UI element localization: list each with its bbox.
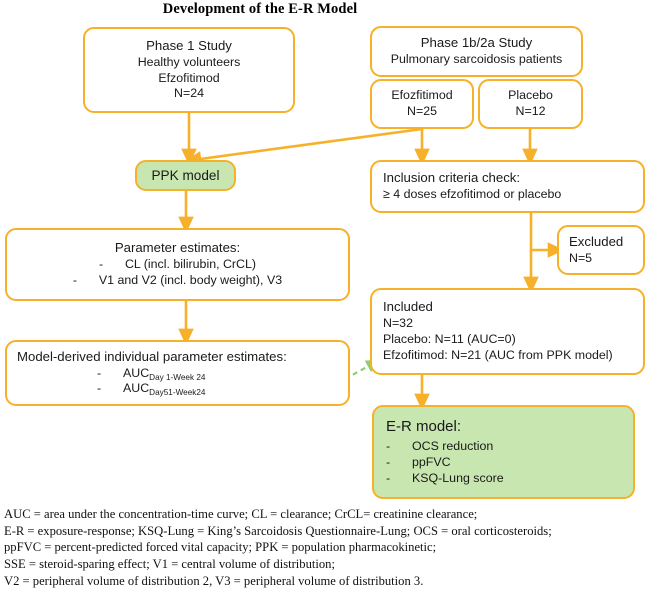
footnote-line-5: V2 = peripheral volume of distribution 2… (4, 573, 424, 588)
parameter-estimates-bullet-1: -CL (incl. bilirubin, CrCL) (98, 257, 257, 272)
dash-icon: - (386, 439, 391, 454)
er-model-bullet-3: -KSQ-Lung score (386, 471, 504, 486)
model-derived-bullet-2: -AUCDay51-Week24 (97, 381, 206, 398)
node-phase-1-study[interactable]: Phase 1 Study Healthy volunteers Efzofit… (83, 27, 295, 113)
footnote-line-2: E-R = exposure-response; KSQ-Lung = King… (4, 523, 552, 538)
efozfitimod-arm-label: Efozfitimod (391, 88, 453, 103)
phase1-drug: Efzofitimod (158, 70, 220, 85)
node-included[interactable]: Included N=32 Placebo: N=11 (AUC=0) Efzo… (370, 288, 645, 375)
node-efozfitimod-arm[interactable]: Efozfitimod N=25 (370, 79, 474, 129)
footnote-line-1: AUC = area under the concentration-time … (4, 507, 478, 521)
excluded-label: Excluded (569, 233, 624, 249)
footnote-line-3: ppFVC = percent-predicted forced vital c… (4, 540, 437, 555)
phase1b2a-title: Phase 1b/2a Study (420, 35, 533, 51)
efozfitimod-arm-n: N=25 (407, 104, 437, 118)
node-phase-1b-2a-study[interactable]: Phase 1b/2a Study Pulmonary sarcoidosis … (370, 26, 583, 77)
phase1-population: Healthy volunteers (137, 54, 241, 69)
included-label: Included (383, 299, 433, 315)
auc-subscript-1: Day 1-Week 24 (149, 372, 206, 382)
dash-icon: - (386, 455, 391, 470)
page-title: Development of the E-R Model (162, 1, 358, 17)
ppk-model-label: PPK model (151, 167, 220, 183)
auc-subscript-2: Day51-Week24 (149, 388, 206, 398)
model-derived-bullet-1: -AUCDay 1-Week 24 (97, 365, 206, 382)
node-ppk-model[interactable]: PPK model (135, 160, 236, 191)
phase1b2a-population: Pulmonary sarcoidosis patients (390, 52, 563, 66)
dash-icon: - (97, 365, 102, 380)
excluded-n: N=5 (569, 250, 593, 265)
abbreviations-footnote: AUC = area under the concentration-time … (4, 506, 646, 590)
phase1-title: Phase 1 Study (146, 37, 232, 53)
node-model-derived-estimates[interactable]: Model-derived individual parameter estim… (5, 340, 350, 406)
included-efzofitimod: Efzofitimod: N=21 (AUC from PPK model) (383, 347, 613, 362)
included-placebo: Placebo: N=11 (AUC=0) (383, 332, 516, 346)
node-er-model[interactable]: E-R model: -OCS reduction -ppFVC -KSQ-Lu… (372, 405, 635, 499)
inclusion-rule: ≥ 4 doses efzofitimod or placebo (383, 187, 562, 201)
placebo-arm-n: N=12 (515, 104, 546, 118)
dash-icon: - (98, 257, 104, 272)
model-derived-heading: Model-derived individual parameter estim… (17, 348, 287, 364)
parameter-estimates-bullet-2: -V1 and V2 (incl. body weight), V3 (72, 272, 283, 287)
er-model-bullet-2: -ppFVC (386, 455, 451, 470)
node-parameter-estimates[interactable]: Parameter estimates: -CL (incl. bilirubi… (5, 228, 350, 301)
parameter-estimates-heading: Parameter estimates: (114, 240, 241, 256)
node-excluded[interactable]: Excluded N=5 (557, 225, 645, 275)
inclusion-heading: Inclusion criteria check: (383, 170, 521, 186)
er-model-heading: E-R model: (386, 418, 462, 436)
placebo-arm-label: Placebo (508, 88, 553, 103)
phase1-n: N=24 (174, 86, 204, 101)
footnote-line-4: SSE = steroid-sparing effect; V1 = centr… (4, 557, 335, 572)
dash-icon: - (72, 272, 78, 287)
node-inclusion-criteria[interactable]: Inclusion criteria check: ≥ 4 doses efzo… (370, 160, 645, 213)
dash-icon: - (97, 381, 102, 396)
included-n: N=32 (383, 316, 413, 331)
er-model-bullet-1: -OCS reduction (386, 439, 494, 454)
node-placebo-arm[interactable]: Placebo N=12 (478, 79, 583, 129)
dash-icon: - (386, 471, 391, 486)
